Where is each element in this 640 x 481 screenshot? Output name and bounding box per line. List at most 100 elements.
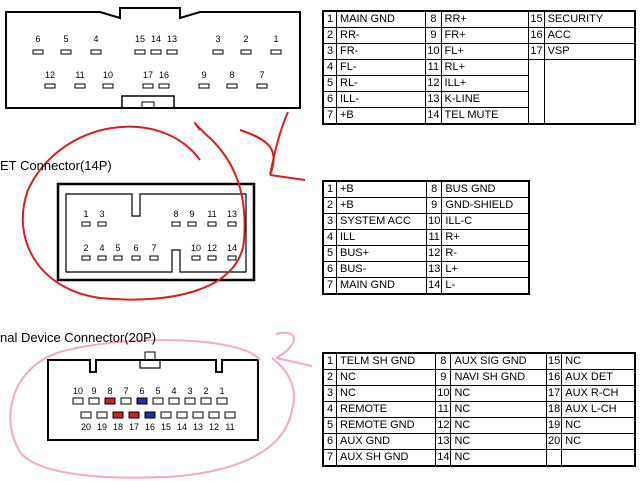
pin-slot xyxy=(152,397,164,405)
pin-slot xyxy=(270,49,282,55)
pin-signal: BUS GND xyxy=(441,180,530,198)
pin-label: 17 xyxy=(143,70,153,80)
pin-label: 14 xyxy=(177,422,187,432)
pin-slot xyxy=(81,221,91,227)
pin-signal: NC xyxy=(450,401,547,418)
pin-label: 10 xyxy=(103,70,113,80)
pin-signal: FR+ xyxy=(440,27,530,44)
pin-signal: NC xyxy=(450,449,547,467)
pin-label: 2 xyxy=(203,386,208,396)
pin-signal: +B xyxy=(335,180,428,198)
pin-label: 4 xyxy=(93,34,98,44)
pin-label: 12 xyxy=(45,70,55,80)
pin-label: 7 xyxy=(151,243,156,253)
pin-slot xyxy=(149,255,159,261)
pin-number: 4 xyxy=(322,229,337,246)
pin-number: 20 xyxy=(545,433,563,450)
pin-slot xyxy=(128,411,140,419)
pin-signal: AUX L-CH xyxy=(561,401,636,418)
pin-slot xyxy=(240,49,252,55)
pin-label: 9 xyxy=(201,70,206,80)
pin-label: 1 xyxy=(273,34,278,44)
pin-label: 5 xyxy=(155,386,160,396)
pin-signal: RL+ xyxy=(440,59,530,76)
pin-slot xyxy=(81,255,91,261)
pin-signal: TEL MUTE xyxy=(440,107,530,125)
pin-signal: NC xyxy=(450,385,547,402)
pin-number: 6 xyxy=(322,261,337,278)
pin-label: 7 xyxy=(259,70,264,80)
pin-number: 15 xyxy=(528,10,545,28)
pin-slot xyxy=(80,411,92,419)
pin-label: 3 xyxy=(99,209,104,219)
pin-signal xyxy=(543,107,636,124)
pin-signal: AUX SH GND xyxy=(335,449,437,467)
pin-signal: ILL+ xyxy=(440,75,530,92)
pin-label: 14 xyxy=(227,243,237,253)
pin-label: 11 xyxy=(75,70,84,80)
pin-slot xyxy=(216,397,228,405)
pin-slot xyxy=(60,49,72,55)
pin-slot xyxy=(187,221,197,227)
pin-label: 16 xyxy=(159,70,169,80)
pin-signal: AUX GND xyxy=(335,433,437,450)
pin-slot xyxy=(74,83,86,89)
pin-slot xyxy=(97,255,107,261)
pin-label: 1 xyxy=(83,209,88,219)
pin-label: 15 xyxy=(161,422,171,432)
pin-number: 2 xyxy=(322,369,337,386)
pin-number: 5 xyxy=(322,75,337,92)
pin-number: 9 xyxy=(426,197,443,214)
pin-label: 10 xyxy=(191,243,201,253)
pin-slot xyxy=(168,397,180,405)
pin-label: 11 xyxy=(207,209,216,219)
pin-signal xyxy=(543,75,636,92)
pin-number: 16 xyxy=(528,27,545,44)
pin-slot xyxy=(72,397,84,405)
pin-number: 7 xyxy=(322,277,337,295)
pin-slot xyxy=(198,83,210,89)
pin-signal: ACC xyxy=(543,27,636,44)
pin-signal: AUX SIG GND xyxy=(450,352,547,370)
pin-signal xyxy=(543,91,636,108)
pin-signal: FR- xyxy=(335,43,427,60)
pin-number: 9 xyxy=(435,369,452,386)
pin-slot xyxy=(224,411,236,419)
pin-label: 6 xyxy=(35,34,40,44)
pin-slot xyxy=(226,83,238,89)
pin-slot xyxy=(142,83,154,89)
pin-slot xyxy=(227,221,237,227)
pin-number: 14 xyxy=(435,449,452,467)
pin-label: 2 xyxy=(243,34,248,44)
pin-slot xyxy=(134,49,146,55)
pin-number: 1 xyxy=(322,180,337,198)
pin-slot xyxy=(200,397,212,405)
pin-slot xyxy=(171,221,181,227)
pin-number: 3 xyxy=(322,385,337,402)
pin-signal: RR+ xyxy=(440,10,530,28)
pin-signal: +B xyxy=(335,197,428,214)
pin-signal: TELM SH GND xyxy=(335,352,437,370)
pin-slot xyxy=(131,255,141,261)
pin-number xyxy=(528,75,545,92)
pin-label: 2 xyxy=(83,243,88,253)
pin-slot xyxy=(144,411,156,419)
pin-signal: NC xyxy=(561,352,636,370)
pin-signal: SECURITY xyxy=(543,10,636,28)
pin-slot xyxy=(96,411,108,419)
pin-number xyxy=(528,107,545,124)
pin-signal: REMOTE GND xyxy=(335,417,437,434)
pin-slot xyxy=(212,49,224,55)
pin-signal: L- xyxy=(441,277,530,295)
pin-number: 12 xyxy=(435,417,452,434)
pin-slot xyxy=(136,397,148,405)
pin-number: 14 xyxy=(425,107,442,125)
